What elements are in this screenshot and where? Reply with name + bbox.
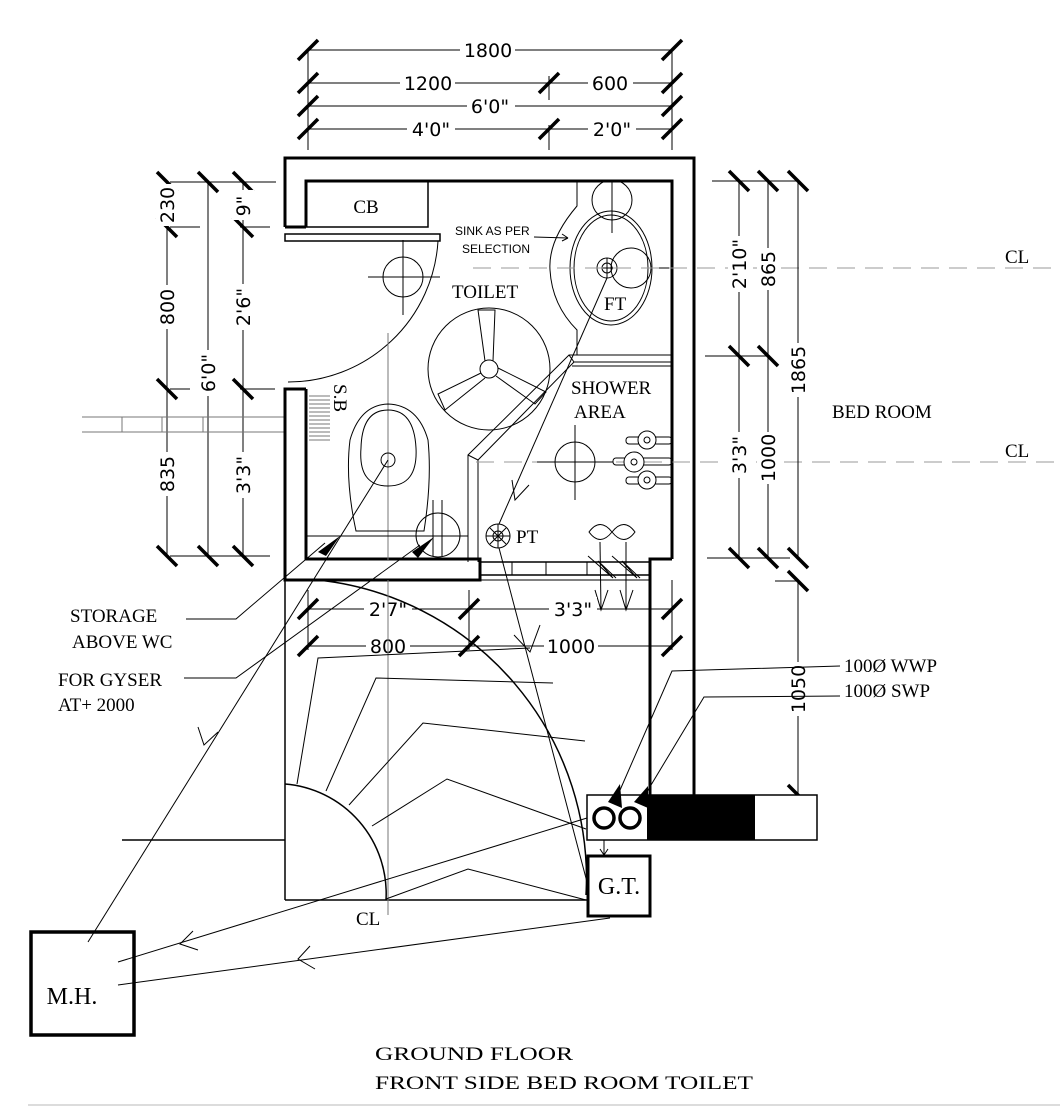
manhole: M.H. [29, 930, 136, 1037]
label-bed-room: BED ROOM [832, 402, 932, 423]
shower-valves [612, 430, 673, 490]
drainage-system: 100Ø WWP 100Ø SWP G.T. M.H. [29, 656, 937, 1037]
exhaust-fan: TOILET [427, 282, 551, 431]
label-storage-2: ABOVE WC [72, 632, 172, 653]
label-gyser-2: AT+ 2000 [58, 695, 135, 716]
sb-hatch [309, 395, 330, 441]
main-door-swing: CL [122, 579, 588, 930]
label-toilet: TOILET [452, 282, 519, 303]
label-cl-lower: CL [1005, 441, 1029, 462]
dim-bottom-1000: 1000 [547, 636, 595, 658]
left-dimension-chain: 230 800 835 6'0" 9" 2'6" 3'3" [155, 170, 276, 568]
label-sink-note-1: SINK AS PER [455, 224, 530, 238]
dim-right-1050: 1050 [788, 665, 810, 713]
dim-left-800: 800 [157, 289, 179, 325]
label-shower-1: SHOWER [571, 378, 652, 399]
gully-trap: G.T. [586, 854, 652, 918]
dim-right-3ft3: 3'3" [729, 436, 751, 474]
dim-left-2ft6: 2'6" [233, 288, 255, 326]
dim-right-2ft10: 2'10" [729, 239, 751, 289]
upper-door-swing [287, 240, 440, 560]
label-gt: G.T. [598, 874, 640, 900]
dim-left-6ft: 6'0" [198, 354, 220, 392]
shower-heads [587, 524, 641, 612]
dim-top-4ft: 4'0" [412, 119, 450, 141]
label-cb: CB [353, 197, 378, 218]
adjacent-wall-stub [82, 416, 285, 433]
dim-top-1800: 1800 [464, 40, 512, 62]
dim-bottom-3ft3: 3'3" [554, 599, 592, 621]
label-sb: S.B [329, 384, 350, 412]
top-dimension-chain: 1800 1200 600 6'0" 4'0" 2'0" [296, 38, 684, 150]
label-sink-note-2: SELECTION [462, 242, 530, 256]
dim-top-1200: 1200 [404, 73, 452, 95]
title-line-1: GROUND FLOOR [375, 1044, 573, 1065]
label-gyser-1: FOR GYSER [58, 670, 162, 691]
label-cl-upper: CL [1005, 247, 1029, 268]
label-wwp: 100Ø WWP [844, 656, 937, 677]
dim-right-865: 865 [758, 251, 780, 287]
annotation-leaders: STORAGE ABOVE WC FOR GYSER AT+ 2000 [58, 459, 588, 943]
label-shower-2: AREA [574, 402, 626, 423]
label-ft: FT [604, 294, 627, 315]
right-dimension-chain: 2'10" 3'3" 865 1000 1865 1050 BED ROOM [705, 169, 932, 807]
label-pt: PT [516, 527, 539, 548]
dim-right-1000: 1000 [758, 434, 780, 482]
drawing-title: GROUND FLOOR FRONT SIDE BED ROOM TOILET [375, 1044, 754, 1094]
title-line-2: FRONT SIDE BED ROOM TOILET [375, 1073, 754, 1094]
label-cl-bottom: CL [356, 909, 380, 930]
dim-right-1865: 1865 [788, 346, 810, 394]
shower-area: SHOWER AREA [485, 277, 673, 612]
dim-top-2ft: 2'0" [593, 119, 631, 141]
dim-left-230: 230 [157, 187, 179, 223]
label-swp: 100Ø SWP [844, 681, 930, 702]
label-mh: M.H. [47, 984, 98, 1010]
cupboard-cb: CB [305, 180, 429, 228]
dim-top-6ft: 6'0" [471, 96, 509, 118]
dim-left-9in: 9" [233, 196, 255, 217]
bottom-divider [28, 1104, 1060, 1106]
dim-left-835: 835 [157, 456, 179, 492]
dim-top-600: 600 [592, 73, 628, 95]
label-storage-1: STORAGE [70, 606, 157, 627]
dim-left-3ft3: 3'3" [233, 456, 255, 494]
water-closet: S.B [306, 384, 468, 558]
